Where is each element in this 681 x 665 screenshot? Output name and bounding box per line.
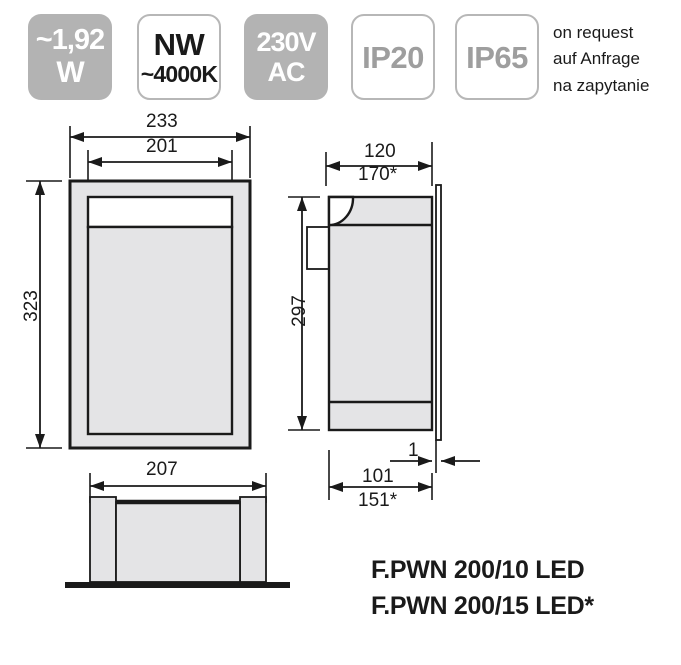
badge-color-kelvin: ~4000K bbox=[140, 60, 218, 87]
side-dim-recess-line bbox=[328, 450, 433, 500]
on-request-note: on request auf Anfrage na zapytanie bbox=[553, 20, 681, 99]
side-dim-120-text: 120 bbox=[364, 141, 396, 162]
side-body bbox=[327, 195, 434, 432]
badge-ip20-value: IP20 bbox=[362, 39, 424, 75]
side-dim-297-text: 297 bbox=[288, 295, 310, 327]
bottom-dim-207-line bbox=[89, 473, 267, 503]
badge-ip-rating-20: IP20 bbox=[351, 14, 435, 100]
badge-power-value: ~1,92 bbox=[35, 24, 105, 56]
on-request-note-pl: na zapytanie bbox=[553, 75, 650, 95]
product-name-block: F.PWN 200/10 LED F.PWN 200/15 LED* bbox=[371, 552, 594, 625]
on-request-note-de: auf Anfrage bbox=[553, 49, 640, 69]
front-inner-panel bbox=[86, 225, 234, 436]
front-dim-323-text: 323 bbox=[20, 290, 42, 322]
front-dim-201-line bbox=[87, 150, 233, 196]
side-dim-plate-line bbox=[390, 440, 480, 473]
side-dim-170-text: 170* bbox=[358, 164, 398, 185]
product-name-1: F.PWN 200/10 LED bbox=[371, 556, 585, 584]
product-name-2: F.PWN 200/15 LED* bbox=[371, 592, 594, 621]
side-dim-297-line bbox=[288, 196, 320, 431]
side-cable-tab bbox=[306, 226, 332, 270]
side-dim-151-text: 151* bbox=[358, 490, 398, 511]
badge-power: ~1,92 W bbox=[28, 14, 112, 100]
side-dim-101-text: 101 bbox=[362, 466, 394, 487]
spec-badge-row: ~1,92 W NW ~4000K 230V AC IP20 IP65 on r… bbox=[0, 0, 681, 115]
bottom-centre-panel bbox=[115, 501, 241, 583]
bottom-dim-207-text: 207 bbox=[146, 459, 178, 480]
side-corner-cut bbox=[327, 195, 355, 227]
side-dim-depth-line bbox=[325, 142, 433, 186]
front-dim-201-text: 201 bbox=[146, 136, 178, 157]
side-dim-1-text: 1 bbox=[408, 440, 419, 461]
badge-voltage: 230V AC bbox=[244, 14, 328, 100]
front-dim-233-text: 233 bbox=[146, 111, 178, 132]
front-dim-323-line bbox=[26, 180, 62, 449]
badge-color-temperature: NW ~4000K bbox=[137, 14, 221, 100]
front-top-strip bbox=[86, 195, 234, 229]
badge-ip-rating-65: IP65 bbox=[455, 14, 539, 100]
front-view-drawing bbox=[26, 126, 252, 450]
badge-color-code: NW bbox=[153, 26, 205, 62]
bottom-right-column bbox=[239, 496, 267, 583]
badge-voltage-value: 230V bbox=[256, 26, 316, 57]
side-view-drawing bbox=[288, 142, 480, 500]
badge-ip65-value: IP65 bbox=[466, 39, 528, 75]
badge-power-unit: W bbox=[56, 56, 84, 89]
bottom-view-drawing bbox=[65, 473, 290, 588]
bottom-left-column bbox=[89, 496, 117, 583]
badge-voltage-type: AC bbox=[267, 56, 306, 87]
on-request-note-en: on request bbox=[553, 23, 634, 42]
side-mounting-plate bbox=[435, 184, 442, 441]
front-dim-233-line bbox=[69, 126, 251, 178]
